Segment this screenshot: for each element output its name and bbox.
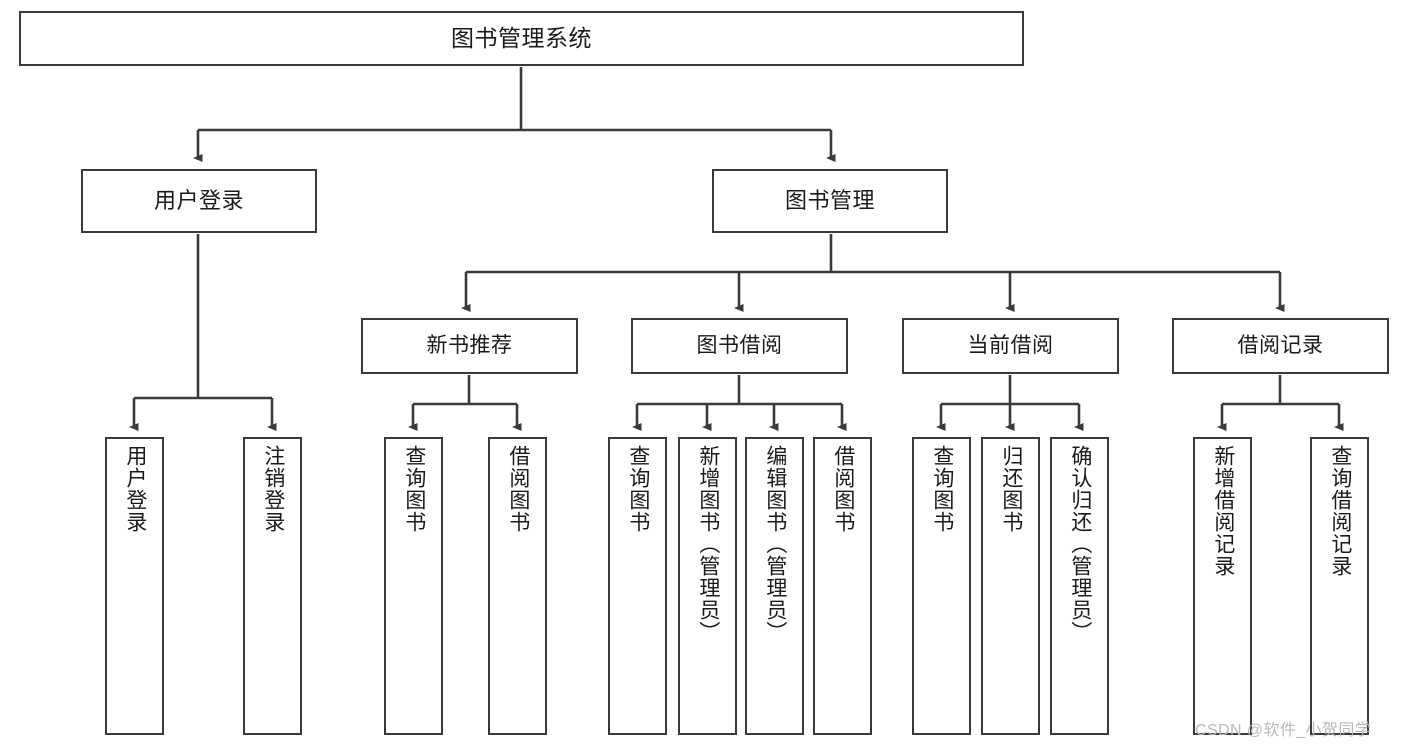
node-current-borrow[interactable]: 当前借阅 (902, 318, 1119, 374)
leaf-edit-book-admin[interactable]: 编辑图书（管理员） (745, 437, 804, 735)
leaf-query-book-current[interactable]: 查询图书 (912, 437, 971, 735)
node-label: 当前借阅 (967, 333, 1054, 357)
leaf-confirm-return-admin[interactable]: 确认归还（管理员） (1050, 437, 1109, 735)
node-label: 新增借阅记录 (1211, 445, 1235, 577)
node-label: 查询图书 (402, 445, 426, 533)
node-label: 编辑图书（管理员） (763, 445, 787, 643)
node-label: 图书管理系统 (451, 25, 592, 52)
node-label: 归还图书 (999, 445, 1023, 533)
node-label: 查询图书 (626, 445, 650, 533)
leaf-user-login[interactable]: 用户登录 (105, 437, 164, 735)
node-label: 图书借阅 (696, 333, 783, 357)
node-label: 借阅图书 (506, 445, 530, 533)
node-label: 确认归还（管理员） (1068, 445, 1092, 643)
node-new-book-recommend[interactable]: 新书推荐 (361, 318, 578, 374)
node-book-management[interactable]: 图书管理 (712, 169, 948, 233)
node-user-login[interactable]: 用户登录 (81, 169, 317, 233)
leaf-query-book-borrow[interactable]: 查询图书 (608, 437, 667, 735)
node-label: 新增图书（管理员） (696, 445, 720, 643)
node-label: 借阅记录 (1237, 333, 1324, 357)
node-label: 查询图书 (930, 445, 954, 533)
node-label: 新书推荐 (426, 333, 513, 357)
node-label: 图书管理 (784, 188, 875, 214)
leaf-query-book-recommend[interactable]: 查询图书 (384, 437, 443, 735)
node-label: 用户登录 (153, 188, 244, 214)
node-book-borrow[interactable]: 图书借阅 (631, 318, 848, 374)
leaf-return-book[interactable]: 归还图书 (981, 437, 1040, 735)
leaf-query-borrow-record[interactable]: 查询借阅记录 (1310, 437, 1369, 735)
node-label: 查询借阅记录 (1328, 445, 1352, 577)
node-label: 用户登录 (123, 445, 147, 533)
leaf-borrow-book-recommend[interactable]: 借阅图书 (488, 437, 547, 735)
node-borrow-records[interactable]: 借阅记录 (1172, 318, 1389, 374)
node-label: 注销登录 (261, 445, 285, 533)
leaf-add-book-admin[interactable]: 新增图书（管理员） (678, 437, 737, 735)
leaf-borrow-book[interactable]: 借阅图书 (813, 437, 872, 735)
node-root-system[interactable]: 图书管理系统 (19, 11, 1024, 66)
node-label: 借阅图书 (831, 445, 855, 533)
leaf-logout[interactable]: 注销登录 (243, 437, 302, 735)
csdn-watermark: CSDN @软件_小贺同学 (1195, 722, 1372, 739)
leaf-add-borrow-record[interactable]: 新增借阅记录 (1193, 437, 1252, 735)
